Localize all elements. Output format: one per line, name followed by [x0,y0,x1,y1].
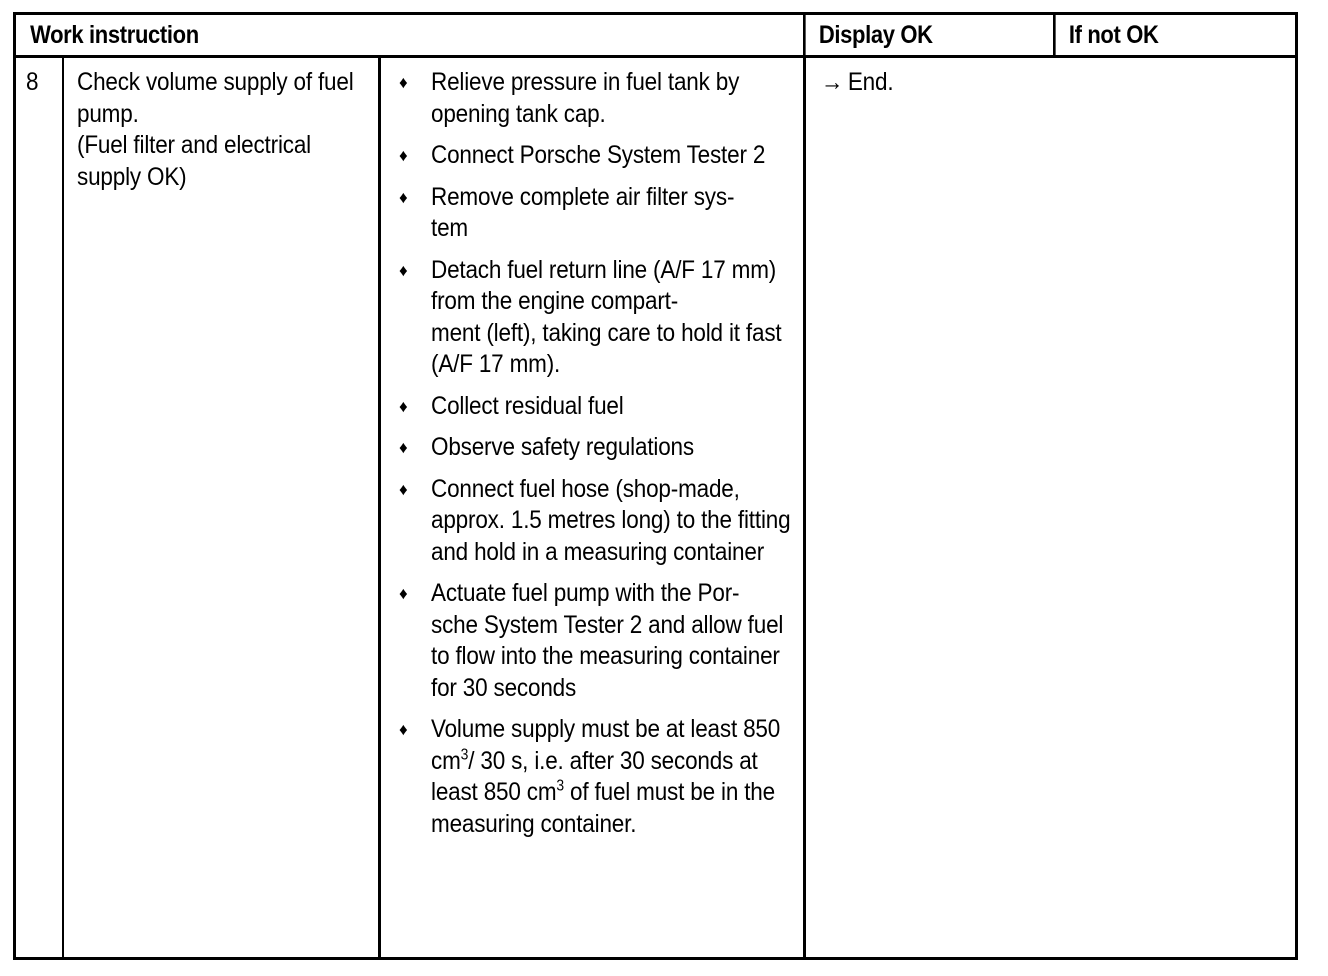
instruction-step-item: ♦ Relieve pressure in fuel tank by openin… [393,67,795,130]
diamond-bullet-icon: ♦ [399,720,408,739]
superscript-three: 3 [460,746,469,764]
step-number-value: 8 [26,68,39,96]
instruction-step-list: ♦ Relieve pressure in fuel tank by openin… [393,67,795,840]
diamond-bullet-icon: ♦ [399,187,408,207]
work-instruction-table: Work instruction Display OK If not OK 8 … [13,12,1298,960]
cell-if-not-ok [1056,58,1295,957]
task-description-text: Check volume supply of fuel pump. (Fuel … [77,68,354,191]
instruction-step-text: Detach fuel return line (A/F 17 mm) from… [431,255,782,379]
instruction-step-text: Actuate fuel pump with the Por- sche Sys… [431,579,784,702]
instruction-step-text: Relieve pressure in fuel tank by opening… [431,68,746,128]
diamond-bullet-icon: ♦ [399,438,408,457]
display-ok-text: End. [847,68,894,96]
instruction-step-item: ♦ Detach fuel return line (A/F 17 mm) fro… [393,255,795,381]
column-header-if-not-ok: If not OK [1053,15,1266,55]
cell-step-number: 8 [16,58,62,957]
diamond-bullet-icon: ♦ [399,260,408,280]
superscript-three: 3 [556,777,564,795]
cell-task-description: Check volume supply of fuel pump. (Fuel … [62,58,378,957]
instruction-step-text: Collect residual fuel [431,391,624,420]
table-row: 8 Check volume supply of fuel pump. (Fue… [16,58,1295,957]
cell-display-ok: →End. [803,58,1056,957]
diamond-bullet-icon: ♦ [399,396,408,416]
column-header-work-instruction: Work instruction [16,15,711,55]
instruction-step-text: Volume supply must be at least 850 cm3/ … [431,715,787,838]
instruction-step-item: ♦ Connect Porsche System Tester 2 [393,140,795,172]
instruction-step-item: ♦ Collect residual fuel [393,391,795,423]
diamond-bullet-icon: ♦ [399,146,408,165]
cell-instruction-steps: ♦ Relieve pressure in fuel tank by openin… [378,58,803,957]
display-ok-result: →End. [821,67,1048,99]
instruction-step-item: ♦ Volume supply must be at least 850 cm3/… [393,714,795,840]
column-header-if-not-ok-label: If not OK [1068,20,1159,49]
instruction-step-item: ♦ Actuate fuel pump with the Por- sche Sy… [393,578,795,704]
column-header-display-ok: Display OK [803,15,1026,55]
right-arrow-icon: → [821,68,844,96]
column-header-display-ok-label: Display OK [818,20,933,49]
instruction-step-text: Connect fuel hose (shop-made, approx. 1.… [431,474,797,566]
table-header-row: Work instruction Display OK If not OK [16,15,1295,58]
instruction-step-text: Observe safety regulations [431,433,694,461]
instruction-step-item: ♦ Observe safety regulations [393,432,795,464]
diamond-bullet-icon: ♦ [399,73,408,92]
instruction-step-item: ♦ Connect fuel hose (shop-made, approx. 1… [393,474,795,569]
instruction-step-text: Remove complete air filter sys- tem [431,182,735,243]
diamond-bullet-icon: ♦ [399,479,408,499]
diamond-bullet-icon: ♦ [399,584,408,603]
instruction-step-item: ♦ Remove complete air filter sys- tem [393,182,795,245]
instruction-step-text: Connect Porsche System Tester 2 [431,141,766,169]
column-header-work-instruction-label: Work instruction [30,20,199,49]
